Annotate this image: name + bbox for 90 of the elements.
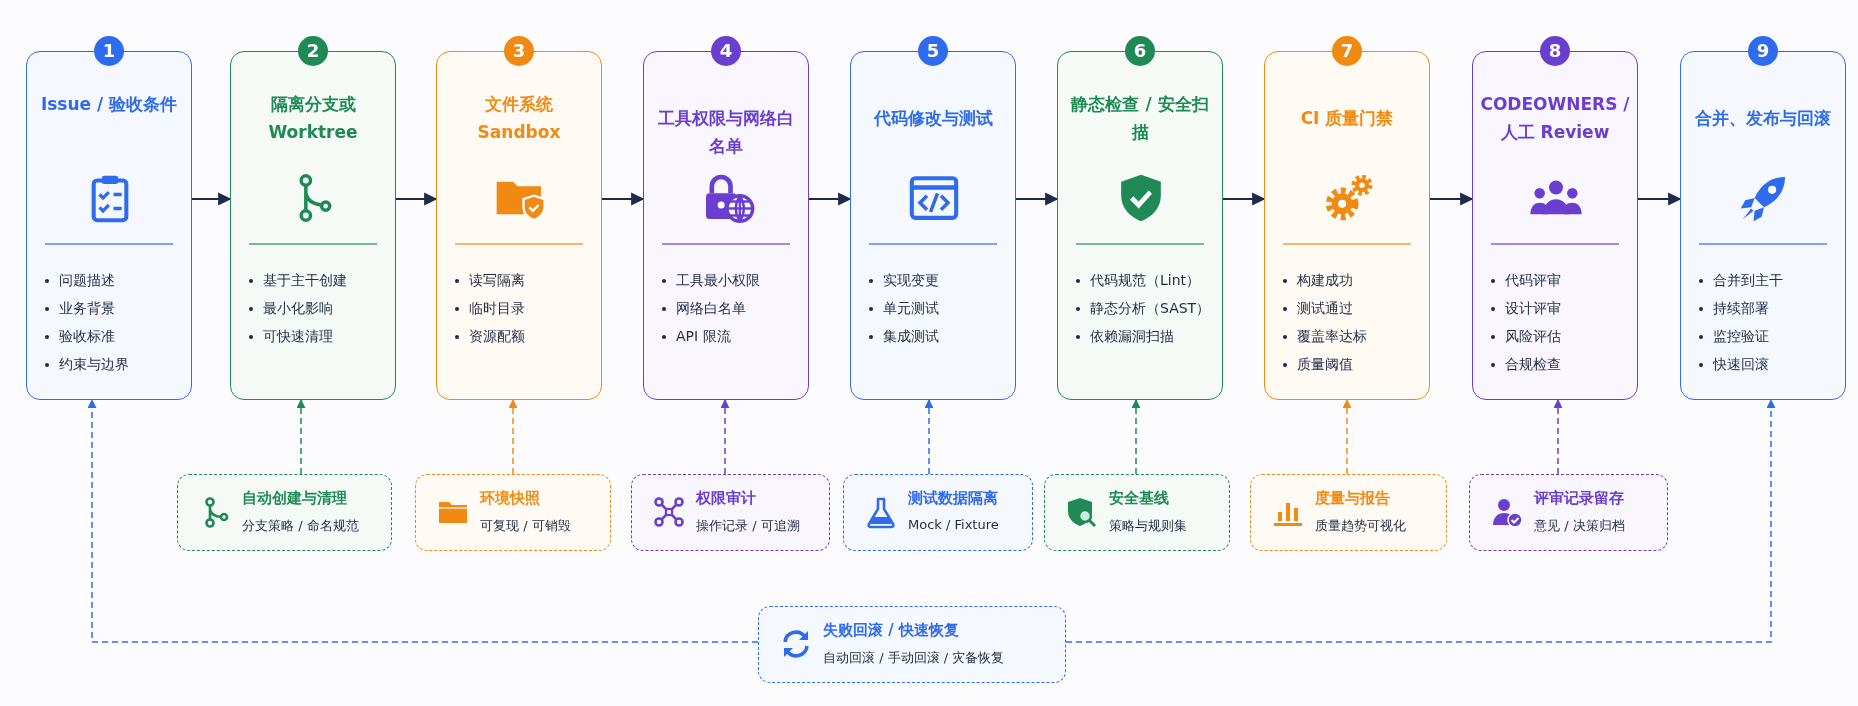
- step-title: 隔离分支或 Worktree: [267, 93, 359, 144]
- bullet-item: API 限流: [662, 328, 731, 346]
- bullet-item: 代码评审: [1491, 272, 1561, 290]
- arrow: [809, 192, 852, 206]
- step-number-badge: 1: [94, 36, 124, 66]
- bullet-item: 合规检查: [1491, 356, 1561, 374]
- step-number-badge: 5: [918, 36, 948, 66]
- step-title: 代码修改与测试: [872, 107, 994, 130]
- box-subtitle: Mock / Fixture: [908, 517, 999, 532]
- info-box: [1044, 474, 1230, 551]
- bullet-item: 实现变更: [869, 272, 939, 290]
- arrow: [1223, 192, 1266, 206]
- dashed-arrow: [924, 399, 934, 475]
- info-box: [1250, 474, 1447, 551]
- bullet-item: 测试通过: [1283, 300, 1353, 318]
- bullet-item: 监控验证: [1699, 328, 1769, 346]
- step-title: 工具权限与网络白名单: [657, 107, 795, 158]
- bullet-item: 风险评估: [1491, 328, 1561, 346]
- bullet-item: 可快速清理: [249, 328, 333, 346]
- step-number-badge: 2: [298, 36, 328, 66]
- step-title: CI 质量门禁: [1299, 107, 1395, 130]
- dashed-arrow: [87, 399, 759, 643]
- bullet-item: 质量阈值: [1283, 356, 1353, 374]
- dashed-arrow: [508, 399, 518, 475]
- bullet-item: 问题描述: [45, 272, 115, 290]
- bullet-item: 读写隔离: [455, 272, 525, 290]
- box-title: 环境快照: [480, 489, 540, 508]
- bullet-item: 静态分析（SAST）: [1076, 300, 1211, 318]
- arrow: [396, 192, 438, 206]
- dashed-arrow: [1553, 399, 1563, 475]
- step-number-badge: 8: [1540, 36, 1570, 66]
- box-title: 度量与报告: [1315, 489, 1390, 508]
- dashed-arrow: [1131, 399, 1141, 475]
- step-number-badge: 7: [1332, 36, 1362, 66]
- box-subtitle: 自动回滚 / 手动回滚 / 灾备恢复: [823, 649, 1005, 667]
- info-box: [843, 474, 1033, 551]
- box-title: 自动创建与清理: [242, 489, 347, 508]
- bullet-item: 最小化影响: [249, 300, 333, 318]
- bullet-item: 依赖漏洞扫描: [1076, 328, 1174, 346]
- step-title: Issue / 验收条件: [39, 93, 179, 116]
- dashed-arrow: [1342, 399, 1352, 475]
- bullet-item: 工具最小权限: [662, 272, 760, 290]
- bullet-item: 快速回滚: [1699, 356, 1769, 374]
- arrow: [192, 192, 232, 206]
- bullet-item: 业务背景: [45, 300, 115, 318]
- step-title: 文件系统 Sandbox: [476, 93, 562, 144]
- dashed-arrow: [296, 399, 306, 475]
- bullet-item: 集成测试: [869, 328, 939, 346]
- arrow: [1016, 192, 1059, 206]
- box-subtitle: 操作记录 / 可追溯: [696, 517, 800, 535]
- step-title: 合并、发布与回滚: [1694, 107, 1832, 130]
- info-box: [177, 474, 392, 551]
- bullet-item: 单元测试: [869, 300, 939, 318]
- dashed-arrow: [720, 399, 730, 475]
- arrow: [602, 192, 645, 206]
- bullet-item: 网络白名单: [662, 300, 746, 318]
- bullet-item: 覆盖率达标: [1283, 328, 1367, 346]
- bullet-item: 持续部署: [1699, 300, 1769, 318]
- step-number-badge: 3: [504, 36, 534, 66]
- bullet-item: 约束与边界: [45, 356, 129, 374]
- info-box: [758, 606, 1066, 683]
- box-subtitle: 策略与规则集: [1109, 517, 1187, 535]
- bullet-item: 构建成功: [1283, 272, 1353, 290]
- step-title: 静态检查 / 安全扫描: [1069, 93, 1210, 144]
- bullet-item: 资源配额: [455, 328, 525, 346]
- step-number-badge: 9: [1748, 36, 1778, 66]
- step-number-badge: 6: [1125, 36, 1155, 66]
- step-number-badge: 4: [711, 36, 741, 66]
- box-subtitle: 意见 / 决策归档: [1534, 517, 1625, 535]
- arrow: [1430, 192, 1474, 206]
- bullet-item: 临时目录: [455, 300, 525, 318]
- info-box: [415, 474, 611, 551]
- box-title: 失败回滚 / 快速恢复: [823, 621, 959, 640]
- box-subtitle: 分支策略 / 命名规范: [242, 517, 359, 535]
- info-box: [1469, 474, 1668, 551]
- bullet-item: 代码规范（Lint）: [1076, 272, 1201, 290]
- bullet-item: 基于主干创建: [249, 272, 347, 290]
- bullet-item: 设计评审: [1491, 300, 1561, 318]
- step-title: CODEOWNERS / 人工 Review: [1479, 93, 1631, 144]
- box-title: 测试数据隔离: [908, 489, 998, 508]
- box-subtitle: 质量趋势可视化: [1315, 517, 1406, 535]
- box-subtitle: 可复现 / 可销毁: [480, 517, 571, 535]
- box-title: 安全基线: [1109, 489, 1169, 508]
- box-title: 权限审计: [696, 489, 756, 508]
- arrow: [1638, 192, 1682, 206]
- bullet-item: 合并到主干: [1699, 272, 1783, 290]
- bullet-item: 验收标准: [45, 328, 115, 346]
- box-title: 评审记录留存: [1534, 489, 1624, 508]
- dashed-arrow: [1065, 399, 1776, 643]
- info-box: [631, 474, 830, 551]
